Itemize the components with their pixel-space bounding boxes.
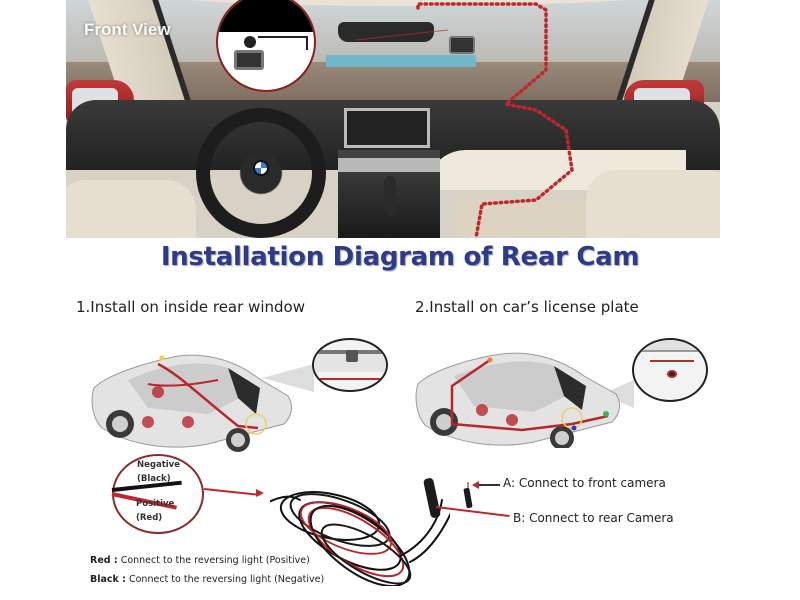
- driver-seat: [66, 180, 196, 238]
- connector-a-arrow: [478, 484, 500, 486]
- inset-license-plate-camera: [632, 338, 708, 402]
- inset-rear-window-camera: [312, 338, 388, 392]
- connector-a-label: A: Connect to front camera: [503, 476, 666, 490]
- negative-color-label: (Black): [137, 474, 171, 484]
- inset-trunk-edge: [634, 340, 706, 352]
- rearview-mirror: [338, 22, 434, 42]
- arrow-head-icon: [256, 489, 264, 497]
- legend-black: Black : Connect to the reversing light (…: [90, 574, 324, 585]
- car-diagram-license-plate: [415, 352, 620, 448]
- connector-b-label: B: Connect to rear Camera: [513, 511, 674, 525]
- legend-red-key: Red :: [90, 555, 118, 566]
- step-1-heading: 1.Install on inside rear window: [76, 298, 305, 316]
- step-2-heading: 2.Install on car’s license plate: [415, 298, 639, 316]
- legend-red-text: Connect to the reversing light (Positive…: [117, 555, 310, 566]
- legend-black-text: Connect to the reversing light (Negative…: [125, 574, 325, 585]
- background-pool: [326, 55, 476, 67]
- positive-label: Positive: [136, 499, 175, 509]
- positive-color-label: (Red): [136, 513, 163, 523]
- front-camera-magnifier: [216, 0, 316, 92]
- wire-polarity-callout: [112, 454, 204, 534]
- magnifier-wire: [258, 36, 308, 50]
- magnifier-headliner: [218, 0, 314, 32]
- negative-label: Negative: [137, 460, 180, 470]
- extension-cable-coil: [270, 491, 450, 586]
- infotainment-screen: [344, 108, 430, 148]
- diagram-title: Installation Diagram of Rear Cam: [160, 242, 640, 272]
- inset-red-strip: [650, 360, 694, 362]
- wire-callout-arrow: [203, 488, 260, 496]
- car-diagram-rear-window: [91, 354, 292, 452]
- dashcam-icon: [449, 36, 475, 54]
- console-vents: [338, 158, 440, 172]
- front-view-photo: Front View: [66, 0, 720, 238]
- headliner: [146, 0, 666, 6]
- legend-red: Red : Connect to the reversing light (Po…: [90, 555, 310, 566]
- gear-shifter: [384, 176, 396, 216]
- front-view-label: Front View: [84, 20, 171, 39]
- front-camera-icon: [234, 50, 264, 70]
- suction-mount-icon: [244, 36, 256, 48]
- connector-a-pin: [467, 482, 469, 488]
- brand-logo-icon: [253, 160, 269, 176]
- inset-red-strip: [320, 378, 384, 380]
- passenger-floor: [456, 200, 586, 238]
- rear-window-camera-icon: [346, 350, 358, 362]
- connector-a-plug: [463, 487, 473, 509]
- passenger-seat: [586, 170, 720, 238]
- cable-route-path: [355, 2, 574, 238]
- license-plate-camera-icon: [667, 370, 677, 378]
- legend-black-key: Black :: [90, 574, 126, 585]
- arrow-head-icon: [472, 481, 479, 489]
